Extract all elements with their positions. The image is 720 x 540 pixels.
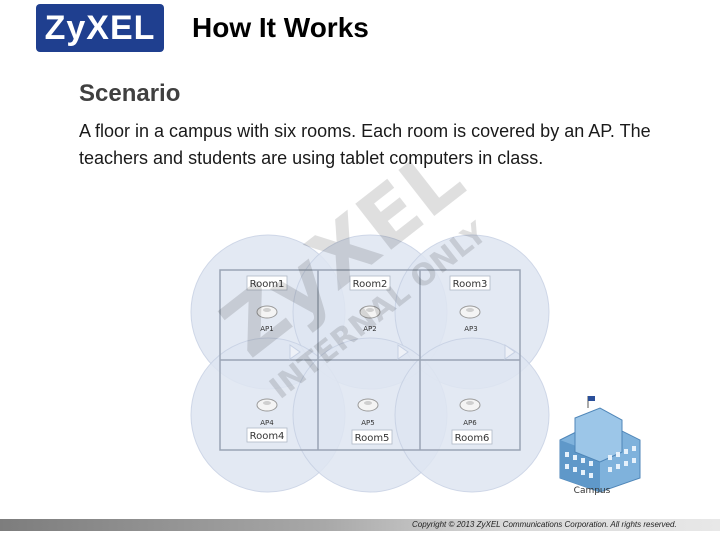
- room-label: Room4: [250, 431, 285, 442]
- corridor-arrows: [289, 344, 516, 360]
- ap-label: AP3: [464, 325, 477, 333]
- arrow-shape: [289, 344, 301, 360]
- room-label: Room5: [355, 433, 390, 444]
- slide-title: How It Works: [192, 12, 369, 43]
- section-title: Scenario: [79, 80, 181, 107]
- access-point-icon: [357, 398, 379, 412]
- ap-labels: AP1 AP2 AP3 AP4 AP5 AP6: [260, 325, 477, 427]
- access-point-icon: [459, 305, 481, 319]
- ap-label: AP4: [260, 419, 274, 427]
- room-label: Room2: [353, 279, 388, 290]
- scenario-text: A floor in a campus with six rooms. Each…: [79, 121, 651, 168]
- room-label: Room1: [250, 279, 285, 290]
- access-points: [256, 305, 481, 412]
- coverage-circle-ap6: [394, 337, 550, 493]
- ap-label: AP6: [463, 419, 477, 427]
- ap-label: AP5: [361, 419, 374, 427]
- arrow-shape: [504, 344, 516, 360]
- room-grid: [219, 269, 521, 451]
- access-point-icon: [256, 305, 278, 319]
- room-label: Room3: [453, 279, 488, 290]
- ap-label: AP1: [260, 325, 273, 333]
- campus-label: Campus: [574, 486, 611, 496]
- campus-building-icon: [559, 396, 641, 493]
- access-point-icon: [459, 398, 481, 412]
- zyxel-logo: ZyXEL: [36, 4, 164, 52]
- arrow-shape: [397, 344, 409, 360]
- footer-bar: [0, 519, 720, 531]
- room-labels: Room1 Room2 Room3 Room4 Room5 Room6: [246, 275, 493, 445]
- access-point-icon: [256, 398, 278, 412]
- room-label: Room6: [455, 433, 490, 444]
- ap-label: AP2: [363, 325, 376, 333]
- footer-copyright: Copyright © 2013 ZyXEL Communications Co…: [412, 520, 677, 529]
- access-point-icon: [359, 305, 381, 319]
